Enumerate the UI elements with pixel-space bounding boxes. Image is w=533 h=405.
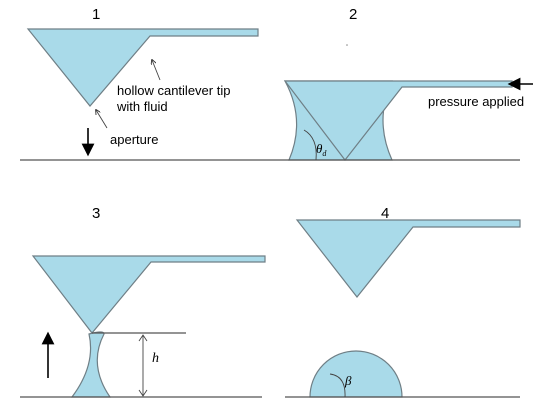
panel-3-number: 3 [92, 205, 100, 222]
tip-pointer [152, 60, 161, 81]
cantilever-tip-3 [31, 255, 266, 334]
cantilever-tip-2 [283, 80, 513, 161]
contact-angle-arc [303, 129, 317, 161]
panel-4: 4 β [285, 205, 521, 398]
speck [346, 44, 348, 46]
height-arrow-top [138, 334, 148, 342]
panel-2-number: 2 [349, 6, 357, 23]
cantilever-tip-4 [295, 219, 521, 298]
droplet [309, 350, 403, 398]
angle-theta: θd [316, 141, 327, 158]
fluid-bridge-3 [70, 331, 112, 398]
tip-label-line1: hollow cantilever tip [117, 83, 230, 98]
angle-beta: β [344, 373, 352, 388]
pressure-label: pressure applied [428, 94, 524, 109]
panel-3: 3 h [20, 205, 266, 398]
aperture-label: aperture [110, 132, 158, 147]
aperture-pointer [96, 110, 108, 129]
beta-arc [329, 373, 346, 398]
panel-1-number: 1 [92, 6, 100, 23]
panel-4-number: 4 [381, 205, 389, 222]
height-arrow-bottom [138, 389, 148, 397]
tip-label-line2: with fluid [116, 99, 168, 114]
panel-2: 2 θd pressure applied [262, 6, 533, 161]
panel-1: 1 hollow cantilever tip with fluid apert… [20, 6, 262, 161]
height-symbol: h [152, 351, 159, 366]
cantilever-tip-1 [26, 28, 259, 107]
